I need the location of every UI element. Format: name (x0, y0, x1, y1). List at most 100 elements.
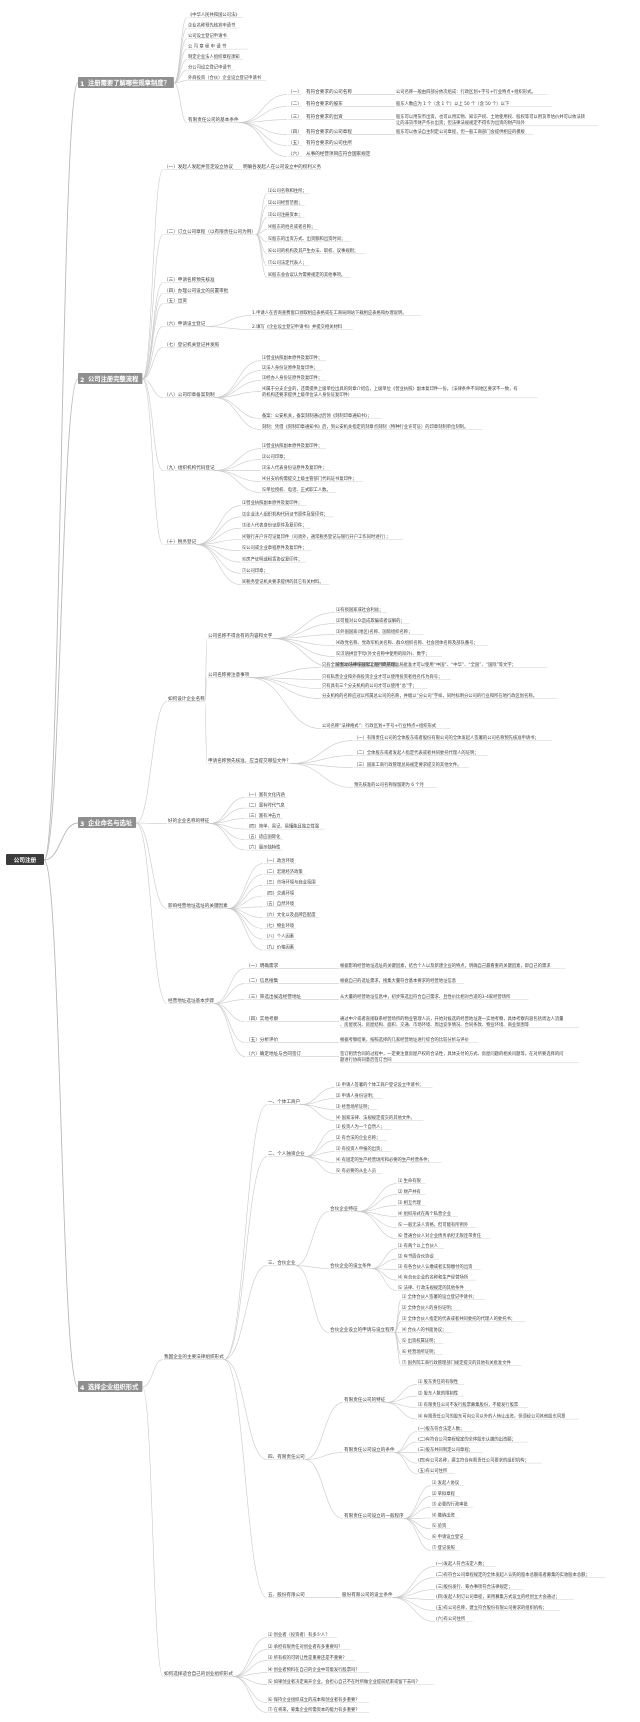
connector (209, 807, 246, 824)
site-step-text: 根据考察结果，按照选择的几家经营地址进行综合的比较分析与评价 (340, 1036, 470, 1043)
partnership-condition: ⑵ 有书面合伙协议 (398, 1253, 434, 1260)
connector (255, 234, 268, 278)
connector (142, 326, 164, 380)
charter-item: ⑵公司经营范围； (268, 199, 302, 206)
connector (394, 1321, 402, 1333)
step-1: （一）发起人发起并签定设立协议 (164, 163, 233, 170)
llc-step: ⑸ 验资 (432, 1522, 447, 1529)
step-10: （十）税务登记 (164, 538, 197, 545)
basic-item-no: （三） (288, 114, 302, 120)
basic-item-note: 股东可以用货币出资，也可以用实物、知识产权、土地使用权、股权等可以用货币估价并可… (396, 113, 586, 126)
llc-label: 四、有限责任公司 (268, 1453, 305, 1460)
root-node[interactable]: 公司注册 (6, 854, 44, 865)
org-code-item: ⑵公司印章； (262, 453, 288, 460)
site-steps-label: 经营地址选址基本步骤 (168, 997, 214, 1004)
partnership-procedure-item: ⑸ 出资权属证明； (402, 1337, 438, 1344)
form-label: 一、个体工商户 (268, 1098, 300, 1105)
connector (232, 1660, 268, 1677)
partnership-condition: ⑷ 有合伙企业的名称和生产经营场所 (398, 1274, 469, 1281)
llc-condition: (五)有公司住所 (418, 1467, 448, 1474)
connector (227, 908, 264, 929)
connector (205, 315, 252, 327)
law-item: 公 司 章 程 申 请 书 (188, 43, 227, 50)
step-6: （六）申请设立登记 (164, 320, 206, 327)
connector (142, 169, 164, 380)
connector (227, 863, 264, 909)
connector (135, 822, 168, 1004)
connector (238, 122, 288, 157)
factor-item: （六）文化以及品牌匹配度 (264, 911, 316, 918)
connector (142, 1359, 164, 1388)
factor-item: （五）自然环境 (264, 900, 295, 907)
connector (173, 48, 188, 84)
form-item: ⑸ 有必要的从业人员 (336, 1167, 377, 1174)
jsc-condition: (一)发起人符合法定人数； (436, 1560, 487, 1567)
tax-item: ⑶法人代表身份证原件及复印件； (242, 522, 306, 529)
connector (136, 822, 168, 909)
connector (196, 527, 242, 545)
connector (173, 27, 188, 84)
connector (238, 106, 288, 123)
seal-item: ⑷属于分支企业的，还需提供上级单位出具的刻章介绍信，上级单位《营业执照》副本复印… (262, 385, 518, 398)
step-1-note: 明确各发起人在公司设立中的权利义务 (243, 163, 322, 170)
llc-step: ⑴ 发起人协议 (432, 1479, 460, 1486)
connector (142, 378, 164, 398)
factor-item: （八）个人因素 (264, 933, 295, 940)
connector (214, 391, 262, 398)
seal-item: ⑴营业执照副本原件及复印件； (262, 354, 322, 361)
connector (371, 1268, 398, 1291)
connector (196, 505, 242, 545)
site-step: （二）信息搜集 (246, 977, 279, 984)
choose-question: ⑴ 创业者（投资者）有多少人？ (268, 1631, 330, 1638)
law-item: 外商投资（合伙）企业设立登记申请书 (188, 74, 262, 81)
connector (385, 1395, 418, 1403)
step-5: （五）出资 (164, 297, 187, 304)
partnership-feature: ⑹ 普通合伙人对企业债务承担无限连带责任 (398, 1232, 482, 1239)
connector (255, 205, 268, 235)
naming-rule: ⑷政党名称、党政军机关名称、群众组织名称、社会团体名称及部队番号； (336, 639, 478, 646)
naming-attention: 只有全国性公司并经国家工商行政管理总局批准才可以使用“中国”、“中华”、“全国”… (322, 661, 516, 668)
registration-item: 1.申请人在咨询查费窗口领取相应表格或在工商局网站下载相应表格和办理说明。 (252, 309, 407, 316)
partnership-feature: ⑵ 财产共有 (398, 1188, 422, 1195)
naming-rule: ⑵可能对公众造成欺骗或者误解的； (336, 617, 405, 624)
basic-item-note: 股东人数应为 1 个（含 1 个）以上 50 个（含 50 个）以下 (396, 100, 510, 107)
org-forms-label: 我国企业的主要法律组织形式 (164, 1353, 224, 1360)
connector (214, 380, 262, 398)
basic-item-note: 公司名称一般由四部分依次组成：行政区划+字号+行业特点+组织形式。 (396, 88, 536, 95)
connector (232, 1637, 268, 1677)
site-step: （五）分析评价 (246, 1036, 279, 1043)
connector (403, 1518, 432, 1530)
basic-item-no: （六） (288, 150, 302, 157)
connector (272, 623, 336, 639)
connector (295, 1265, 330, 1269)
naming-attention: 只有具有三个分支机构的公司才可以使用“总”字； (322, 682, 417, 689)
tax-item: ⑷银行开户许可证复印件（司须外，通常税务登记与银行开户工作同时进行）； (242, 533, 390, 540)
choose-form-label: 如何选择适合自己的创业组织形式 (164, 1670, 233, 1677)
connector (392, 1566, 436, 1598)
connector (403, 1518, 432, 1540)
tax-item: ⑸公司或企业章程原件及复印件； (242, 544, 306, 551)
step-8: （八）公司印章备案刻制 (164, 391, 215, 398)
tax-item: ⑻税务登记机关要求提供的其它有关材料。 (242, 578, 324, 585)
basic-item: 有符合要求的公司住所 (306, 139, 352, 146)
connector (357, 1211, 398, 1239)
connector (196, 544, 242, 585)
naming-legal-format: 公司名称“法律格式”：行政区划+字号+行业特点+组织形式 (322, 722, 437, 729)
connector (304, 1156, 336, 1174)
partnership-feature: ⑴ 生命有限 (398, 1177, 422, 1184)
connector (223, 1156, 268, 1360)
connector (238, 122, 288, 135)
basic-item-note: 股东可以依法自主制定公司章程，但一般工商部门会提供相应的模板 (396, 128, 526, 135)
partnership-procedure-item: ⑹ 经营场所证明； (402, 1348, 438, 1355)
section-label: 注册需要了解哪些规章制度？ (88, 78, 170, 87)
llc-step: ⑵ 草拟章程 (432, 1490, 456, 1497)
connector (394, 1431, 418, 1453)
connector (304, 1129, 336, 1157)
connector (255, 229, 268, 235)
seal-item: 备案：公安机关，备案刻制通过后领《刻制印章通知书》； (262, 412, 372, 419)
connector (371, 1258, 398, 1269)
